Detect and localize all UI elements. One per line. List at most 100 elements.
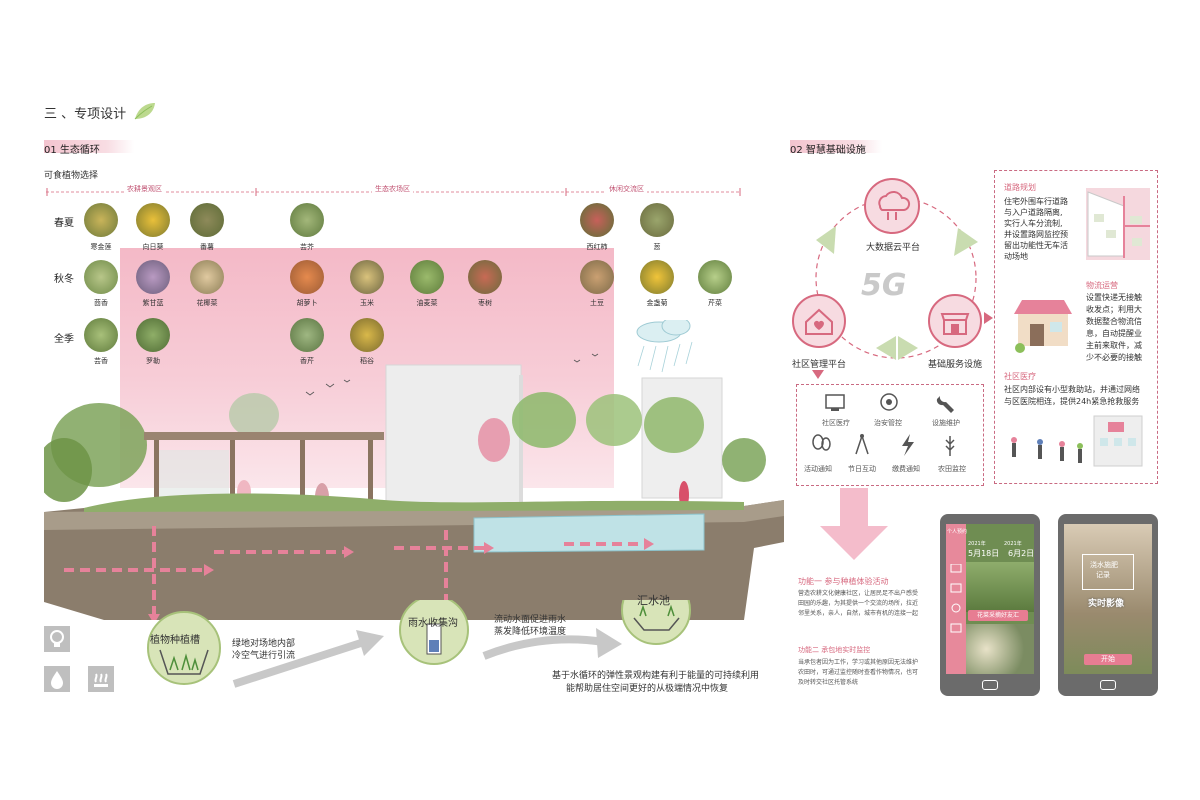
plant-label: 油麦菜: [416, 299, 438, 307]
summary-line1: 基于水循环的弹性景观构建有利于能量的可持续利用: [552, 671, 760, 681]
plant-label: 茴香: [94, 299, 108, 307]
infrastructure-detail-box: [994, 170, 1158, 484]
plant-label: 稻谷: [360, 357, 374, 365]
plant-photo: [468, 260, 502, 294]
home-heart-icon: [805, 308, 833, 335]
function2-text: 当承包者因为工作，学习或其他原因无法维护农田时，可通过监控随时查看作物情况，也可…: [798, 659, 919, 686]
phone2-overlay-line1: 浇水施肥: [1090, 561, 1118, 569]
phone2-focus-frame: [1082, 554, 1134, 590]
mgmt-item: 治安管控: [874, 419, 902, 427]
row-label-autumn-winter: 秋冬: [54, 274, 74, 285]
phone1-garden-photo: [966, 562, 1034, 612]
function1-title: 功能一 参与种植体验活动: [798, 577, 889, 586]
shop-illustration: [1014, 300, 1072, 353]
wheat-icon: [945, 436, 955, 456]
triangle-down-icon: [812, 370, 824, 379]
plant-photo: [698, 260, 732, 294]
planting-desc-line2: 冷空气进行引流: [232, 651, 296, 661]
rain-desc-line1: 流动水面促进雨水: [494, 615, 567, 625]
medical-text: 社区内部设有小型救助站，并通过网络与区医院相连，提供24h紧急抢救服务: [1004, 385, 1140, 406]
plant-photo: [350, 318, 384, 352]
bolt-icon: [902, 434, 914, 456]
zone-leisure: 休闲交流区: [606, 184, 647, 194]
plant-label: 土豆: [590, 299, 604, 307]
collection-pool-label: 汇水池: [637, 594, 670, 607]
row-label-all-season: 全季: [54, 334, 74, 345]
security-icon: [880, 393, 898, 411]
row-label-spring-summer: 春夏: [54, 218, 74, 229]
rain-ditch-label: 雨水收集沟: [408, 618, 458, 629]
logistics-text: 设置快递无接触收发点；利用大数据整合物流信息，自动提醒业主前来取件，减少不必要的…: [1086, 293, 1142, 362]
phone2-home-button[interactable]: [1100, 680, 1116, 690]
phone1-home-button[interactable]: [982, 680, 998, 690]
service-facility-label: 基础服务设施: [928, 360, 983, 370]
function2-title: 功能二 承包地实时监控: [798, 646, 871, 654]
page-title: 三 、专项设计: [44, 107, 127, 122]
road-planning-text: 住宅外围车行道路与入户道路隔离,实行人车分流制,并设置路网监控预留出功能性无车活…: [1004, 197, 1068, 261]
phone2-overlay-line2: 记录: [1096, 571, 1110, 579]
rain-desc-line2: 蒸发降低环境温度: [494, 627, 567, 637]
summary-line2: 能帮助居住空间更好的从极端情况中恢复: [566, 684, 729, 694]
planting-desc-line1: 绿地对场地内部: [232, 639, 296, 649]
phone1-cauliflower-photo: [966, 624, 1034, 674]
zone-farming: 农耕景观区: [124, 184, 165, 194]
phone2-start-button[interactable]: 开始: [1084, 654, 1132, 665]
plant-photo: [290, 260, 324, 294]
plant-label: 芸香: [94, 357, 108, 365]
medical-icon: [825, 394, 845, 411]
logistics-title: 物流运营: [1086, 281, 1118, 290]
phone1-header: 个人预约: [947, 529, 968, 535]
community-platform-node: [792, 294, 846, 348]
balloon-icon: [812, 434, 831, 451]
phone1-year2: 2021年: [1004, 541, 1022, 547]
mgmt-item: 农田监控: [938, 465, 966, 473]
management-icons-row1: [825, 393, 954, 413]
mgmt-item: 设施维护: [932, 419, 960, 427]
phone2-live-label: 实时影像: [1088, 599, 1125, 609]
plant-label: 玉米: [360, 299, 374, 307]
phone1-date1: 5月18日: [968, 549, 1000, 558]
plant-label: 花椰菜: [196, 299, 218, 307]
water-cycle-flow: [147, 600, 691, 688]
phone1-sidebar: [946, 524, 966, 674]
road-map-thumbnail: [1086, 188, 1150, 260]
phone-live-view-screen: 浇水施肥 记录 实时影像 开始: [1058, 514, 1158, 696]
cloud-icon: [878, 191, 911, 220]
plant-photo: [84, 318, 118, 352]
plant-label: 寒金莲: [90, 243, 112, 251]
plant-label: 葱: [653, 243, 661, 251]
mgmt-item: 节日互动: [848, 465, 876, 473]
phone-booking-screen: 个人预约 2021年 2021年 5月18日 6月2日 花菜采摘好友汇: [940, 514, 1040, 696]
festival-icon: [855, 433, 869, 455]
cloud-platform-node: [864, 178, 920, 234]
phone1-banner-button[interactable]: 花菜采摘好友汇: [968, 610, 1028, 621]
plant-photo: [136, 318, 170, 352]
lightbulb-icon: [44, 626, 70, 652]
plant-photo: [350, 260, 384, 294]
section2-title-bar: [790, 140, 882, 153]
wrench-icon: [936, 396, 954, 413]
plant-photo: [580, 260, 614, 294]
plant-label: 西红柿: [586, 243, 608, 251]
mgmt-item: 活动通知: [804, 465, 832, 473]
plant-label: 罗勒: [146, 357, 160, 365]
plant-photo: [580, 203, 614, 237]
triangle-right-icon: [984, 312, 993, 324]
plant-label: 番薯: [200, 243, 214, 251]
big-down-arrow: [820, 488, 888, 560]
management-items-box: [796, 384, 984, 486]
rain-cloud-icon: [636, 320, 693, 373]
zone-eco-farm: 生态农场区: [372, 184, 413, 194]
smart-network-diagram: [815, 197, 978, 360]
leaf-icon: [134, 103, 155, 120]
plant-photo: [290, 203, 324, 237]
medical-title: 社区医疗: [1004, 372, 1036, 381]
plant-label: 向日葵: [142, 243, 164, 251]
phone1-year1: 2021年: [968, 541, 986, 547]
plant-photo: [136, 203, 170, 237]
community-platform-label: 社区管理平台: [792, 360, 847, 370]
road-planning-title: 道路规划: [1004, 183, 1036, 192]
plant-photo: [136, 260, 170, 294]
plant-label: 枣树: [478, 299, 492, 307]
phone1-menu-icons: [950, 564, 962, 633]
